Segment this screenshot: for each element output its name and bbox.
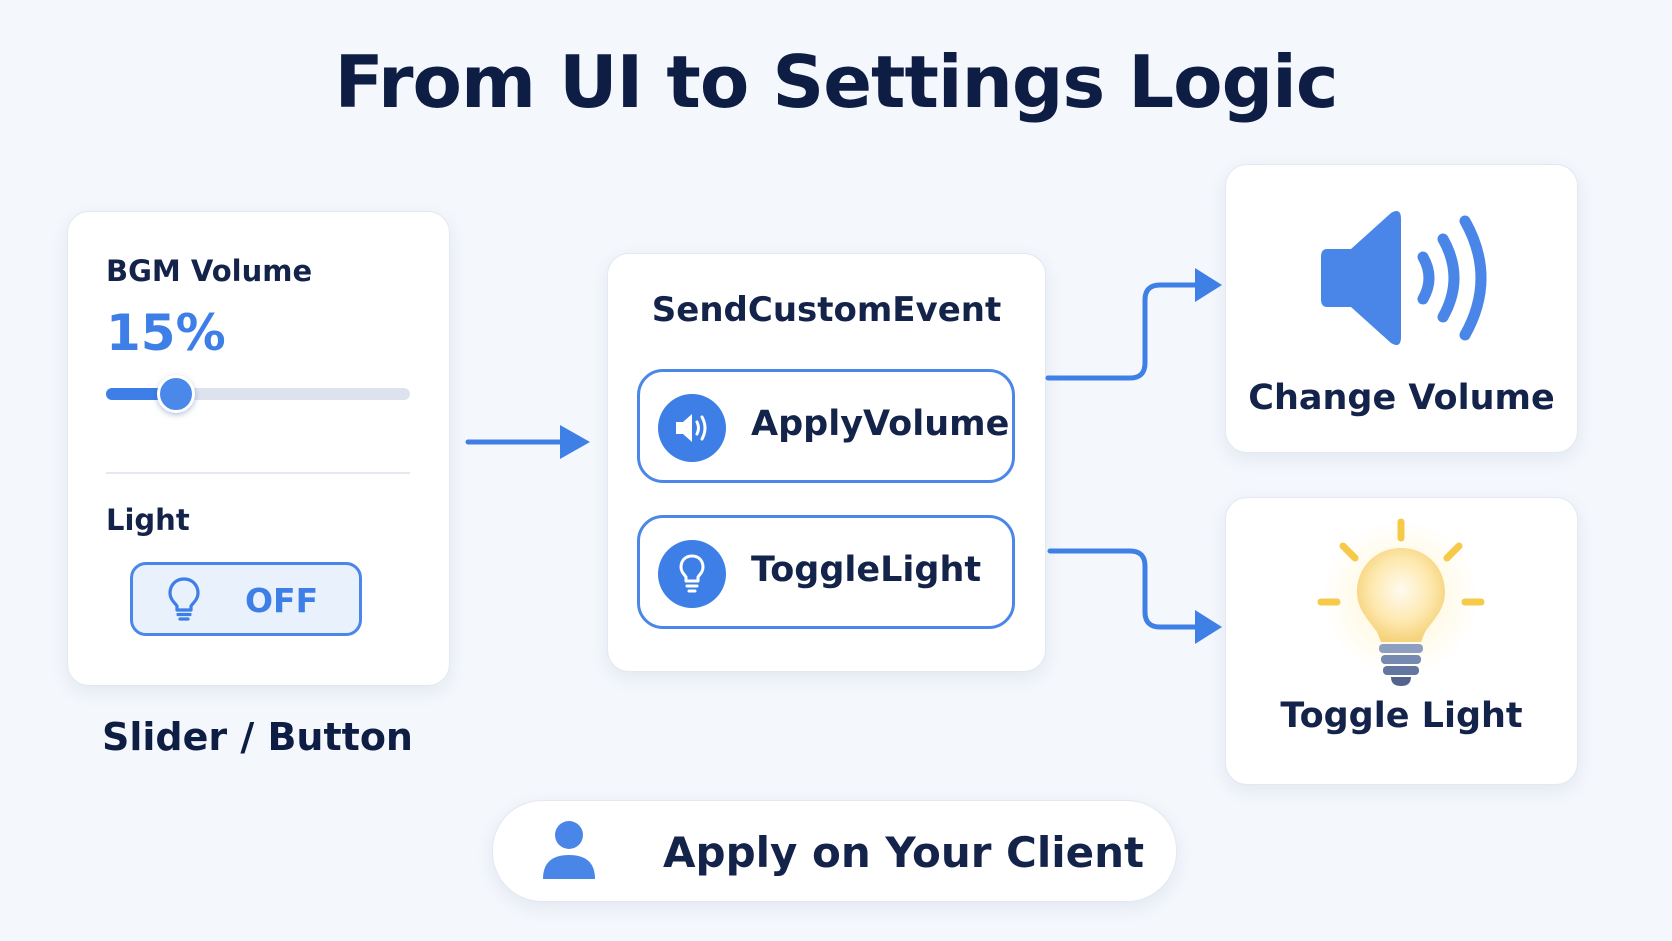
lightbulb-icon: [1317, 518, 1485, 686]
speaker-icon: [658, 394, 726, 462]
change-volume-label: Change Volume: [1248, 378, 1555, 418]
toggle-light-label: Toggle Light: [1280, 696, 1523, 736]
event-toggle-light-label: ToggleLight: [751, 550, 982, 590]
light-toggle-state: OFF: [245, 581, 319, 620]
toggle-light-card: Toggle Light: [1225, 497, 1578, 785]
apply-client-label: Apply on Your Client: [663, 828, 1145, 877]
lightbulb-icon: [167, 576, 201, 626]
user-icon: [543, 821, 595, 879]
ui-controls-card: BGM Volume 15% Light OFF: [67, 211, 450, 686]
speaker-icon: [1321, 211, 1487, 345]
volume-label: BGM Volume: [106, 254, 313, 288]
event-apply-volume[interactable]: ApplyVolume: [637, 369, 1015, 483]
page-title: From UI to Settings Logic: [334, 40, 1338, 124]
volume-slider-track[interactable]: [106, 388, 410, 400]
arrow-event-to-volume: [1045, 282, 1203, 381]
volume-value: 15%: [106, 304, 226, 362]
event-apply-volume-label: ApplyVolume: [751, 404, 1010, 444]
ui-caption: Slider / Button: [102, 715, 413, 759]
custom-event-card: SendCustomEvent ApplyVolume ToggleLight: [607, 253, 1046, 672]
lightbulb-icon: [658, 540, 726, 608]
event-toggle-light[interactable]: ToggleLight: [637, 515, 1015, 629]
light-toggle-button[interactable]: OFF: [130, 562, 362, 636]
light-label: Light: [106, 503, 190, 537]
volume-slider-thumb[interactable]: [156, 375, 195, 413]
change-volume-card: Change Volume: [1225, 164, 1578, 453]
panel-divider: [106, 472, 410, 474]
apply-client-pill: Apply on Your Client: [492, 800, 1177, 902]
arrow-event-to-light: [1047, 548, 1203, 630]
event-heading: SendCustomEvent: [651, 290, 1002, 330]
